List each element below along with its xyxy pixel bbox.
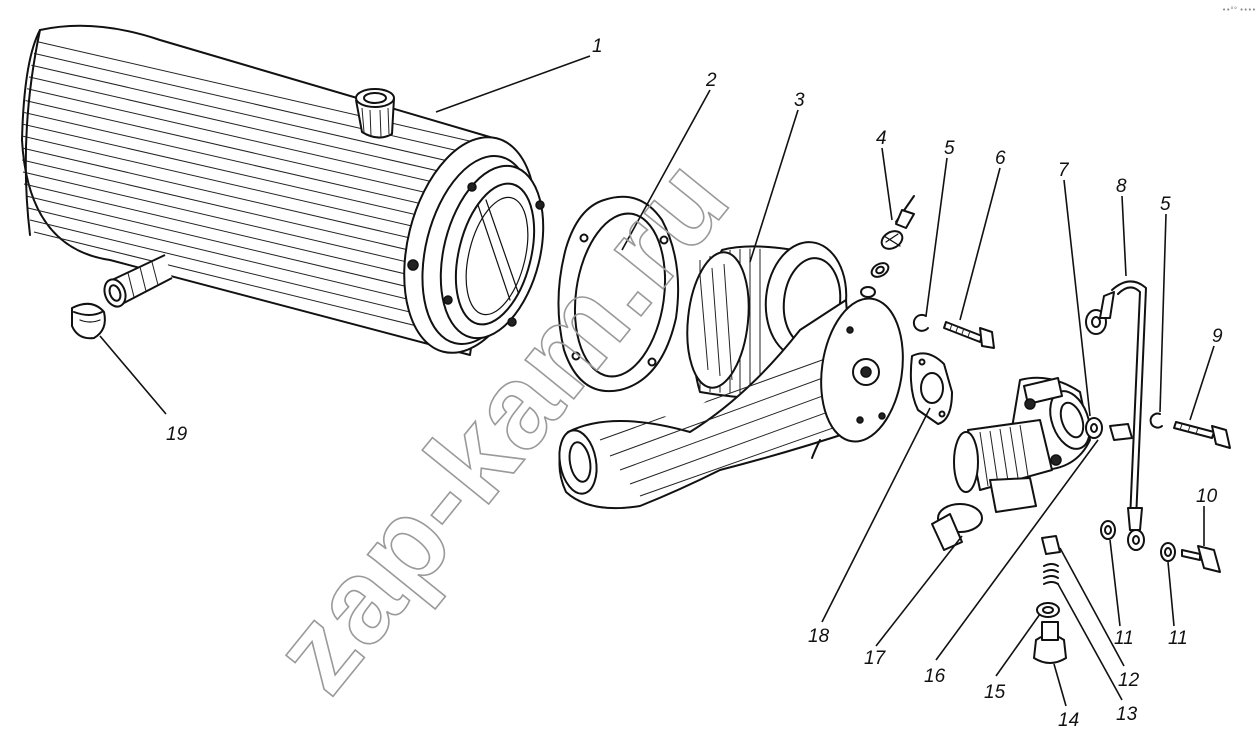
gasket-large — [557, 195, 680, 393]
fuel-line — [1085, 280, 1147, 551]
callout-11a: 11 — [1114, 628, 1134, 649]
washer-bolt-right — [1149, 412, 1231, 449]
callout-13: 13 — [1116, 704, 1138, 725]
drain-cap — [71, 302, 106, 340]
callout-9: 9 — [1212, 326, 1223, 347]
callout-6: 6 — [995, 148, 1006, 169]
burner-body — [558, 241, 904, 510]
washer-bolt-pump — [1085, 417, 1133, 441]
callout-5a: 5 — [944, 138, 955, 159]
callout-7: 7 — [1058, 160, 1070, 181]
washers-11 — [1100, 520, 1176, 562]
callout-14: 14 — [1058, 710, 1079, 731]
callout-1: 1 — [592, 36, 603, 57]
callout-10: 10 — [1196, 486, 1218, 507]
callout-8: 8 — [1116, 176, 1127, 197]
callout-2: 2 — [705, 70, 717, 91]
callout-3: 3 — [794, 90, 805, 111]
leader-lines — [99, 55, 1215, 707]
callout-4: 4 — [876, 128, 887, 149]
callout-5b: 5 — [1160, 194, 1171, 215]
spark-plug — [860, 195, 915, 298]
gasket-small — [909, 352, 953, 425]
callout-12: 12 — [1118, 670, 1140, 691]
callout-15: 15 — [984, 682, 1006, 703]
callout-11b: 11 — [1168, 628, 1188, 649]
corner-mark: ••°° •••• — [1222, 6, 1256, 14]
callout-16: 16 — [924, 666, 946, 687]
filler-neck — [355, 88, 395, 139]
callout-19: 19 — [166, 424, 188, 445]
filter-plug-stack — [1033, 535, 1067, 664]
callout-17: 17 — [864, 648, 887, 669]
washer-bolt-left — [912, 313, 995, 349]
callout-numbers: 1 2 3 4 5 6 7 8 5 9 10 11 11 12 13 14 15… — [166, 36, 1223, 731]
fuel-pump-assembly — [931, 376, 1091, 551]
short-bolt — [1181, 545, 1221, 573]
callout-18: 18 — [808, 626, 830, 647]
drain-pipe — [103, 254, 173, 308]
housing-cylinder — [21, 24, 545, 356]
